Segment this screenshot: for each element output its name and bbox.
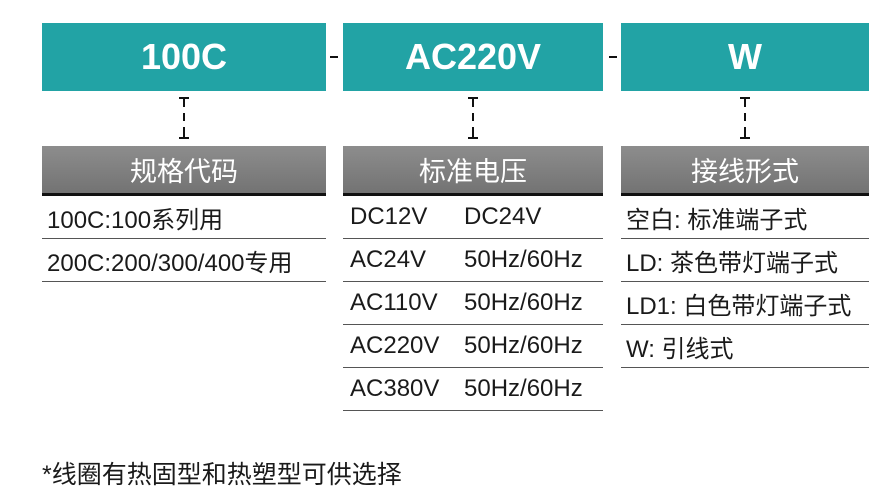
voltage-value: AC24V bbox=[350, 246, 427, 273]
list-item: AC24V 50Hz/60Hz bbox=[343, 239, 603, 282]
frequency-value: DC24V bbox=[464, 203, 542, 230]
list-item: W: 引线式 bbox=[621, 325, 869, 368]
footnote: *线圈有热固型和热塑型可供选择 bbox=[42, 461, 402, 489]
separator-dash bbox=[609, 56, 617, 58]
connector-line bbox=[468, 97, 478, 139]
spec-code-list: 100C:100系列用 200C:200/300/400专用 bbox=[42, 196, 326, 282]
voltage-value: AC380V bbox=[350, 375, 440, 402]
list-item: 200C:200/300/400专用 bbox=[42, 239, 326, 282]
voltage-value: AC110V bbox=[350, 289, 438, 316]
voltage-list: DC12V DC24V AC24V 50Hz/60Hz AC110V 50Hz/… bbox=[343, 196, 603, 411]
code-box-spec: 100C bbox=[42, 23, 326, 91]
connector-line bbox=[740, 97, 750, 139]
list-item: AC220V 50Hz/60Hz bbox=[343, 325, 603, 368]
voltage-value: DC12V bbox=[350, 203, 428, 230]
list-item: DC12V DC24V bbox=[343, 196, 603, 239]
frequency-value: 50Hz/60Hz bbox=[464, 289, 583, 316]
list-item: 空白: 标准端子式 bbox=[621, 196, 869, 239]
header-spec-code: 规格代码 bbox=[42, 146, 326, 196]
list-item: 100C:100系列用 bbox=[42, 196, 326, 239]
voltage-value: AC220V bbox=[350, 332, 440, 359]
list-item: AC110V 50Hz/60Hz bbox=[343, 282, 603, 325]
header-standard-voltage: 标准电压 bbox=[343, 146, 603, 196]
list-item: AC380V 50Hz/60Hz bbox=[343, 368, 603, 411]
wiring-type-list: 空白: 标准端子式 LD: 茶色带灯端子式 LD1: 白色带灯端子式 W: 引线… bbox=[621, 196, 869, 368]
code-box-voltage: AC220V bbox=[343, 23, 603, 91]
frequency-value: 50Hz/60Hz bbox=[464, 375, 583, 402]
separator-dash bbox=[330, 56, 338, 58]
code-box-wiring: W bbox=[621, 23, 869, 91]
header-wiring-type: 接线形式 bbox=[621, 146, 869, 196]
list-item: LD: 茶色带灯端子式 bbox=[621, 239, 869, 282]
frequency-value: 50Hz/60Hz bbox=[464, 332, 583, 359]
frequency-value: 50Hz/60Hz bbox=[464, 246, 583, 273]
connector-line bbox=[179, 97, 189, 139]
list-item: LD1: 白色带灯端子式 bbox=[621, 282, 869, 325]
